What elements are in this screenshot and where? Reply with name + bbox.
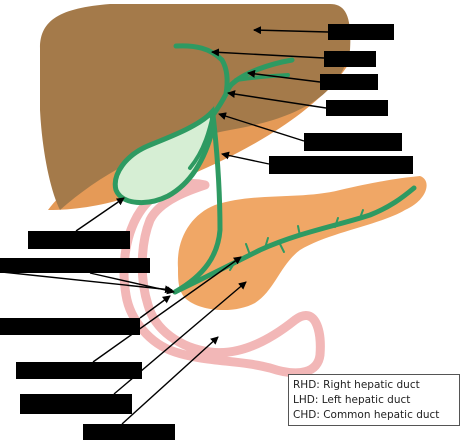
gallbladder: [112, 106, 216, 206]
pancreatic-duct-branch-7: [359, 209, 364, 219]
label-box-cystic-duct: [304, 133, 402, 151]
arrow-ampulla-2: [89, 272, 175, 295]
label-box-right-hepatic-duct: [324, 51, 376, 67]
pancreas: [177, 176, 427, 311]
legend-row-rhd: RHD: Right hepatic duct: [293, 378, 459, 393]
label-box-sphincter: [83, 424, 175, 440]
label-box-liver: [328, 24, 394, 40]
arrow-liver: [253, 26, 329, 35]
leader-arrows: [1, 26, 329, 425]
label-box-common-hepatic-duct: [326, 100, 388, 116]
biliary-ducts: [172, 43, 417, 295]
arrow-left-hepatic-duct: [247, 69, 321, 83]
arrow-common-bile-duct: [221, 151, 270, 165]
legend-row-chd: CHD: Common hepatic duct: [293, 408, 459, 423]
legend-text: Common hepatic duct: [323, 409, 440, 421]
label-box-pancreatic-duct: [0, 318, 140, 335]
legend-row-lhd: LHD: Left hepatic duct: [293, 393, 459, 408]
legend-text: Right hepatic duct: [323, 379, 420, 391]
left-hepatic-branch: [234, 73, 290, 82]
arrow-ampulla: [1, 271, 173, 294]
pancreatic-duct-branch-6: [279, 243, 285, 253]
arrow-right-hepatic-duct: [211, 48, 325, 59]
legend-text: Left hepatic duct: [321, 394, 411, 406]
redacted-labels: [0, 24, 413, 440]
pancreatic-duct: [172, 185, 417, 295]
label-box-left-hepatic-duct: [320, 74, 378, 90]
label-box-ampulla: [0, 258, 150, 273]
legend-abbr: LHD: [293, 394, 315, 406]
pancreatic-duct-branch-2: [264, 237, 269, 249]
pancreatic-duct-branch-3: [297, 225, 301, 237]
legend-abbr: RHD: [293, 379, 317, 391]
arrow-common-hepatic-duct: [227, 90, 327, 109]
arrow-pancreatic-duct: [139, 295, 171, 319]
arrow-pancreas: [92, 256, 242, 363]
legend-separator: :: [316, 409, 324, 421]
common-bile-duct: [172, 112, 223, 295]
legend-separator: :: [314, 394, 322, 406]
abbreviation-legend: RHD: Right hepatic duct LHD: Left hepati…: [288, 374, 460, 426]
label-box-gallbladder: [28, 231, 130, 249]
arrow-duodenum: [113, 281, 247, 395]
pancreatic-duct-branch-1: [245, 243, 251, 256]
label-box-common-bile-duct: [269, 156, 413, 174]
arrow-sphincter: [121, 336, 219, 425]
legend-abbr: CHD: [293, 409, 317, 421]
pancreatic-duct-branch-4: [334, 217, 339, 228]
legend-separator: :: [316, 379, 324, 391]
label-box-pancreas: [16, 362, 142, 379]
label-box-duodenum: [20, 394, 132, 414]
arrow-gallbladder: [75, 197, 125, 232]
right-hepatic-duct: [173, 43, 230, 97]
arrow-cystic-duct: [218, 112, 305, 142]
